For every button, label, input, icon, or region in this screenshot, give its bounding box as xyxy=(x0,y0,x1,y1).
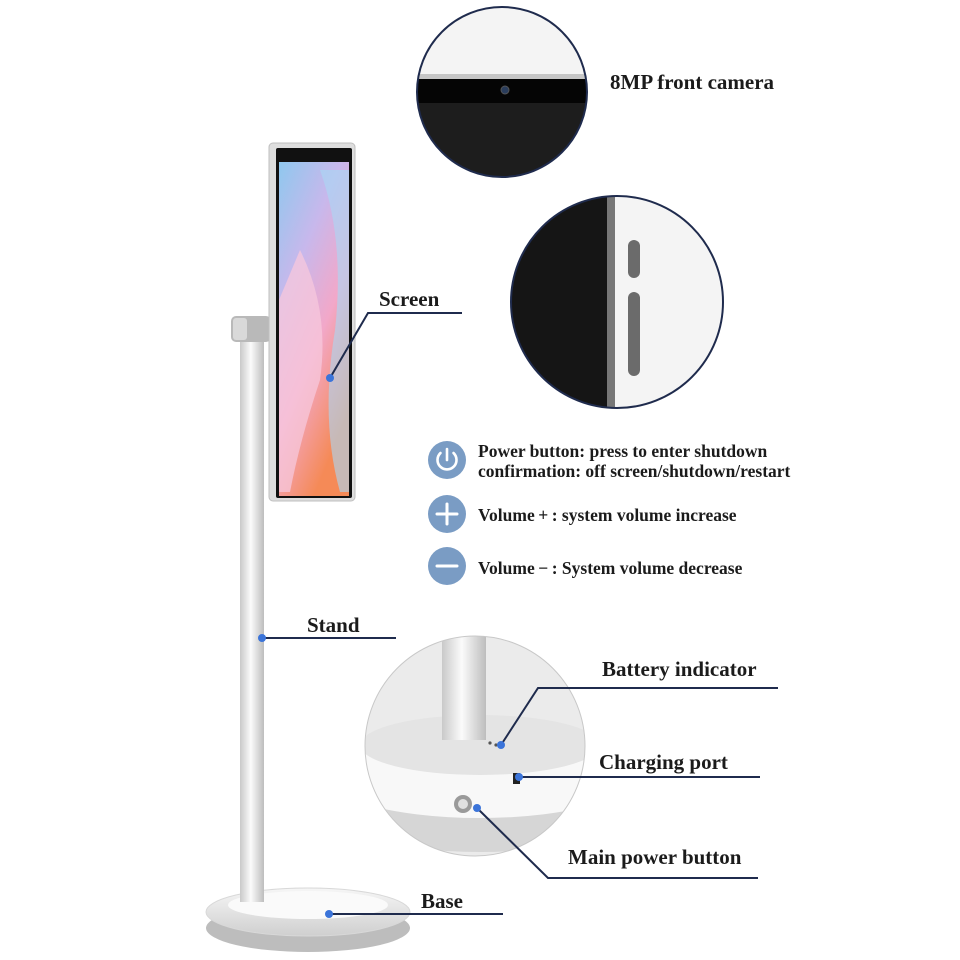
leader-dots xyxy=(258,374,523,918)
camera-zoom xyxy=(416,6,588,178)
base xyxy=(205,887,411,952)
power-icon xyxy=(428,441,466,479)
base-zoom xyxy=(364,635,586,857)
feature-line: confirmation: off screen/shutdown/restar… xyxy=(478,461,791,482)
screen xyxy=(268,142,356,502)
callout-base: Base xyxy=(421,889,463,913)
feature-line: Power button: press to enter shutdown xyxy=(478,441,768,461)
feature-volume-down: Volume − : System volume decrease xyxy=(478,558,742,578)
feature-line: Volume − : System volume decrease xyxy=(478,558,743,578)
feature-power-button: Power button: press to enter shutdown co… xyxy=(478,441,790,482)
stand xyxy=(231,316,271,902)
feature-line: Volume + : system volume increase xyxy=(478,505,737,525)
leader-lines xyxy=(262,312,778,915)
callout-screen: Screen xyxy=(379,287,440,311)
minus-icon xyxy=(428,547,466,585)
plus-icon xyxy=(428,495,466,533)
callout-battery-indicator: Battery indicator xyxy=(602,657,757,681)
feature-volume-up: Volume + : system volume increase xyxy=(478,505,737,525)
callout-charging-port: Charging port xyxy=(599,750,728,774)
callout-main-power-button: Main power button xyxy=(568,845,742,869)
callout-front-camera: 8MP front camera xyxy=(610,70,775,94)
callout-stand: Stand xyxy=(307,613,360,637)
side-buttons-zoom xyxy=(510,195,724,409)
